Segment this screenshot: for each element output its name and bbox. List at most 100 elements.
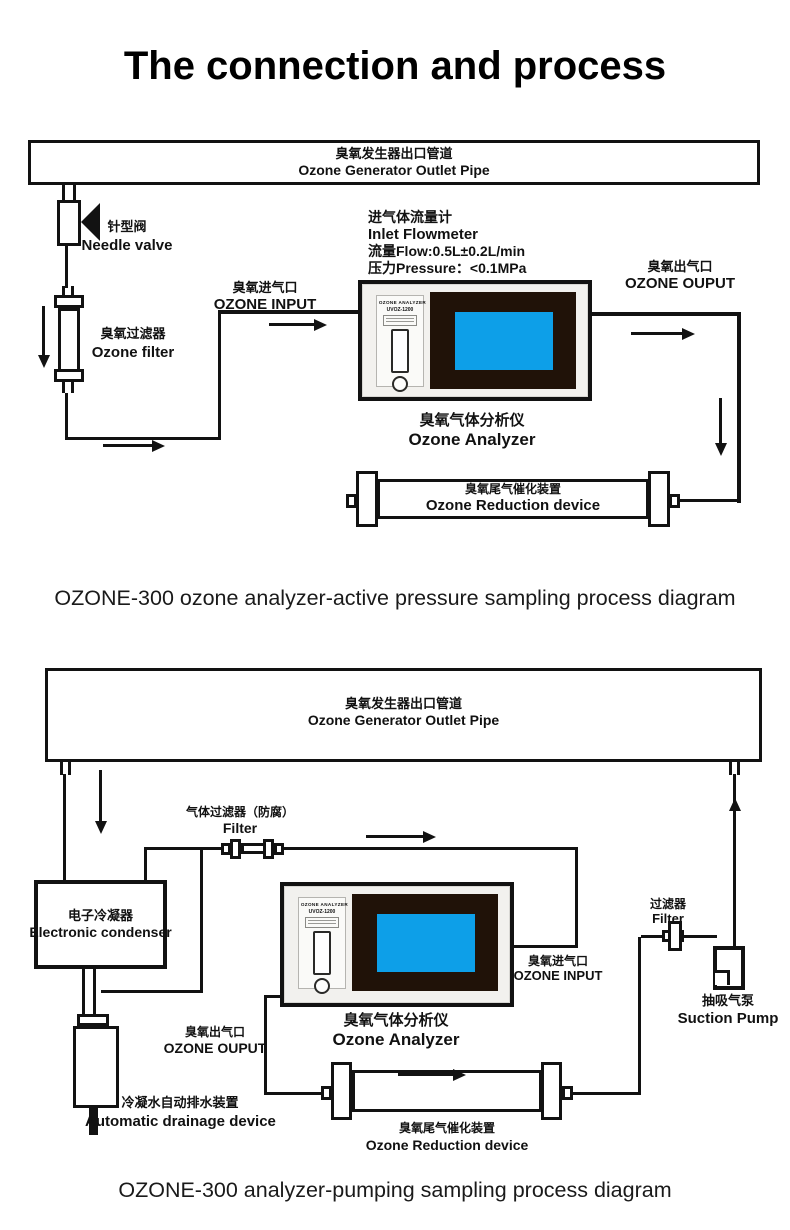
- ozone-input-label-en: OZONE INPUT: [513, 968, 603, 983]
- analyzer-model: UVOZ-1200: [386, 307, 414, 313]
- flowmeter-line2: Inlet Flowmeter: [368, 225, 479, 243]
- ozone-output-label-zh: 臭氧出气口: [184, 1025, 245, 1039]
- flowmeter-spec: 进气体流量计 Inlet Flowmeter 流量Flow:0.5L±0.2L/…: [368, 209, 526, 276]
- ozone-analyzer-device: OZONE ANALYZER UVOZ-1200: [280, 882, 514, 1007]
- flowmeter-line1: 进气体流量计: [368, 209, 452, 225]
- ozone-filter-label-en: Ozone filter: [91, 344, 175, 361]
- pipe-nipple: [60, 761, 71, 775]
- reduction-nub-right: [562, 1086, 573, 1100]
- analyzer-screen: [352, 894, 498, 991]
- gas-filter-nub-left: [221, 843, 231, 855]
- adjust-knob: [314, 978, 330, 994]
- rotameter-tube: [391, 329, 409, 373]
- reduction-nub-right: [669, 494, 680, 508]
- analyzer-front-panel: OZONE ANALYZER UVOZ-1200: [298, 897, 349, 994]
- page-title: The connection and process: [123, 44, 667, 88]
- pipe-line: [200, 847, 203, 993]
- gas-filter-cap-left: [230, 839, 241, 859]
- inline-filter-label-zh: 过滤器: [649, 897, 686, 911]
- ozone-output-label-zh: 臭氧出气口: [647, 259, 713, 274]
- analyzer-lcd: [377, 914, 475, 972]
- pipe-line: [218, 311, 221, 440]
- needle-valve-label-en: Needle valve: [81, 237, 173, 254]
- ozone-input-label-en: OZONE INPUT: [213, 296, 317, 313]
- ozone-input-label-zh: 臭氧进气口: [232, 280, 298, 295]
- pipe-line: [63, 774, 66, 882]
- analyzer-label-en: Ozone Analyzer: [332, 1030, 460, 1049]
- gas-filter-label-zh: 气体过滤器（防腐）: [185, 805, 294, 819]
- filter-flange-top: [54, 295, 84, 308]
- gas-filter-label-en: Filter: [222, 820, 258, 836]
- pipe-label-zh: 臭氧发生器出口管道: [335, 146, 453, 161]
- reduction-tube: [352, 1070, 542, 1112]
- condenser-box: 电子冷凝器 Electronic condenser: [29, 880, 172, 969]
- pipe-line: [573, 1092, 641, 1095]
- filter-nipple-bottom: [62, 382, 74, 393]
- pipe-line: [638, 937, 641, 1095]
- pipe-line: [264, 1092, 322, 1095]
- reduction-label-zh: 臭氧尾气催化装置: [398, 1121, 495, 1135]
- flow-arrow-down-icon: [42, 306, 45, 356]
- flow-arrow-right-icon: [366, 835, 424, 838]
- analyzer-label-en: Ozone Analyzer: [408, 430, 536, 449]
- pipe-line: [680, 499, 739, 502]
- inline-filter-body: [668, 921, 682, 951]
- reduction-label-en: Ozone Reduction device: [425, 497, 601, 515]
- gas-filter-nub-right: [274, 843, 284, 855]
- reduction-cap-right: [541, 1062, 562, 1120]
- adjust-knob: [392, 376, 408, 392]
- drainage-stem: [89, 1105, 98, 1135]
- filter-body: [58, 308, 80, 372]
- pump-label-en: Suction Pump: [677, 1010, 779, 1027]
- reduction-tube: 臭氧尾气催化装置 Ozone Reduction device: [377, 479, 649, 519]
- ozone-output-line: [588, 312, 741, 316]
- ozone-output-label-en: OZONE OUPUT: [624, 275, 735, 292]
- flow-arrow-right-icon: [398, 1073, 454, 1076]
- pipe-line: [737, 312, 741, 503]
- analyzer-brand: OZONE ANALYZER: [378, 300, 427, 306]
- generator-pipe-box: 臭氧发生器出口管道 Ozone Generator Outlet Pipe: [28, 140, 760, 185]
- reduction-nub-left: [321, 1086, 332, 1100]
- filter-nipple-top: [62, 286, 74, 296]
- flow-arrow-right-icon: [269, 323, 315, 326]
- analyzer-spec-sticker: [305, 917, 339, 928]
- suction-pump-notch: [715, 970, 730, 985]
- ozone-output-line: [264, 995, 280, 998]
- gas-filter-cap-right: [263, 839, 274, 859]
- pipe-line: [101, 990, 203, 993]
- pipe-label-en: Ozone Generator Outlet Pipe: [298, 161, 490, 178]
- pipe-nipple: [729, 761, 740, 775]
- condenser-label-zh: 电子冷凝器: [67, 907, 133, 923]
- analyzer-label-zh: 臭氧气体分析仪: [343, 1012, 449, 1029]
- pipe-line: [65, 393, 68, 440]
- condenser-drain-tube: [82, 965, 96, 1045]
- analyzer-brand: OZONE ANALYZER: [300, 902, 349, 908]
- flow-arrow-down-icon: [99, 770, 102, 822]
- reduction-cap-left: [331, 1062, 352, 1120]
- pipe-line: [575, 847, 578, 948]
- needle-valve-label-zh: 针型阀: [107, 219, 147, 234]
- ozone-input-line: [218, 310, 358, 314]
- flow-arrow-right-icon: [103, 444, 153, 447]
- ozone-filter-label-zh: 臭氧过滤器: [100, 326, 166, 341]
- pipe-line: [65, 437, 221, 440]
- sample-line: [145, 847, 578, 850]
- pipe-label-en: Ozone Generator Outlet Pipe: [307, 711, 500, 728]
- analyzer-spec-sticker: [383, 315, 417, 326]
- pipe-label-zh: 臭氧发生器出口管道: [344, 696, 462, 711]
- ozone-input-label-zh: 臭氧进气口: [527, 954, 588, 968]
- analyzer-model: UVOZ-1200: [308, 909, 336, 915]
- filter-flange-bottom: [54, 369, 84, 382]
- flow-arrow-right-icon: [631, 332, 683, 335]
- ozone-analyzer-device: OZONE ANALYZER UVOZ-1200: [358, 280, 592, 401]
- pipe-line: [144, 847, 147, 882]
- condenser-label-en: Electronic condenser: [29, 923, 172, 940]
- ozone-input-line: [514, 945, 578, 948]
- rotameter-tube: [313, 931, 331, 975]
- flowmeter-line4: 压力Pressure：<0.1MPa: [368, 259, 527, 276]
- flow-arrow-down-icon: [719, 398, 722, 444]
- reduction-nub-left: [346, 494, 357, 508]
- ozone-output-label-en: OZONE OUPUT: [163, 1040, 267, 1056]
- analyzer-front-panel: OZONE ANALYZER UVOZ-1200: [376, 295, 427, 392]
